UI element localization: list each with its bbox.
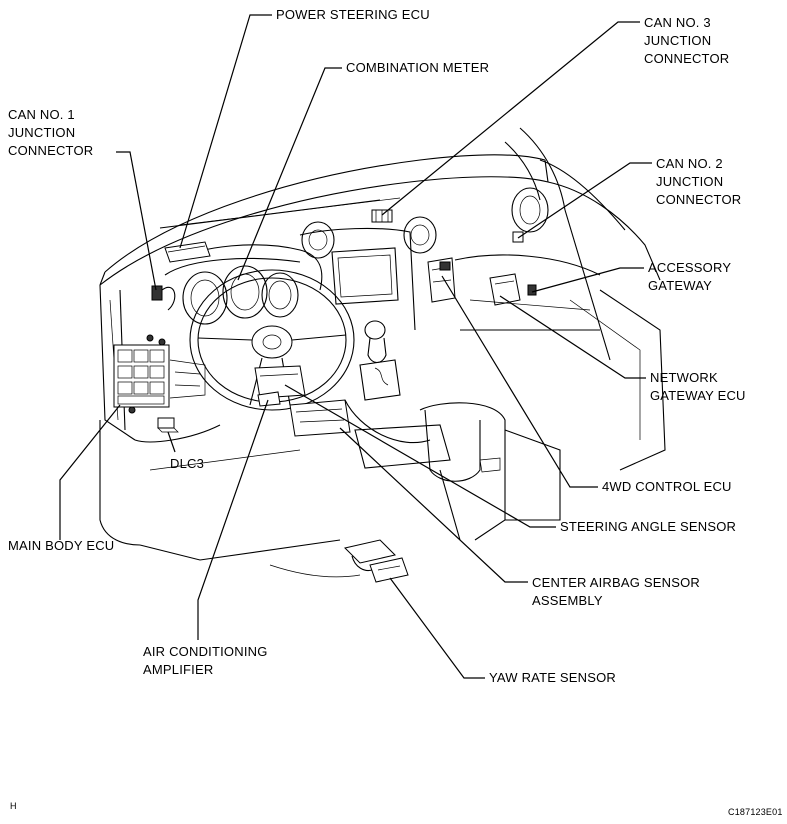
label-dlc3: DLC3 [170, 456, 205, 471]
label-4wd-control-ecu: 4WD CONTROL ECU [602, 479, 732, 494]
label-network-gateway-ecu-line2: GATEWAY ECU [650, 388, 746, 403]
label-yaw-rate-sensor: YAW RATE SENSOR [489, 670, 616, 685]
label-accessory-gateway: ACCESSORY GATEWAY [648, 259, 731, 295]
label-air-conditioning-amplifier-line1: AIR CONDITIONING [143, 644, 268, 659]
label-center-airbag-sensor: CENTER AIRBAG SENSOR ASSEMBLY [532, 574, 700, 610]
label-combination-meter: COMBINATION METER [346, 60, 490, 75]
label-can-no2-line2: JUNCTION [656, 174, 724, 189]
label-accessory-gateway-line1: ACCESSORY [648, 260, 732, 275]
label-can-no1-line3: CONNECTOR [8, 143, 94, 158]
leader-lines [59, 14, 652, 679]
label-can-no2-line3: CONNECTOR [656, 192, 742, 207]
label-air-conditioning-amplifier-line2: AMPLIFIER [143, 662, 214, 677]
label-can-no3-line3: CONNECTOR [644, 51, 730, 66]
label-can-no2-line1: CAN NO. 2 [656, 156, 723, 171]
label-can-no1: CAN NO. 1 JUNCTION CONNECTOR [8, 106, 93, 160]
footer-left-code: H [10, 801, 17, 811]
label-can-no3: CAN NO. 3 JUNCTION CONNECTOR [644, 14, 729, 68]
label-network-gateway-ecu: NETWORK GATEWAY ECU [650, 369, 746, 405]
label-can-no2: CAN NO. 2 JUNCTION CONNECTOR [656, 155, 741, 209]
figure-id: C187123E01 [728, 807, 783, 817]
label-accessory-gateway-line2: GATEWAY [648, 278, 712, 293]
label-can-no1-line1: CAN NO. 1 [8, 107, 75, 122]
label-center-airbag-sensor-line2: ASSEMBLY [532, 593, 603, 608]
label-power-steering-ecu: POWER STEERING ECU [276, 7, 430, 22]
label-air-conditioning-amplifier: AIR CONDITIONING AMPLIFIER [143, 643, 268, 679]
label-can-no3-line1: CAN NO. 3 [644, 15, 711, 30]
label-network-gateway-ecu-line1: NETWORK [650, 370, 718, 385]
label-center-airbag-sensor-line1: CENTER AIRBAG SENSOR [532, 575, 700, 590]
label-main-body-ecu: MAIN BODY ECU [8, 538, 115, 553]
label-can-no3-line2: JUNCTION [644, 33, 712, 48]
label-steering-angle-sensor: STEERING ANGLE SENSOR [560, 519, 737, 534]
label-can-no1-line2: JUNCTION [8, 125, 76, 140]
